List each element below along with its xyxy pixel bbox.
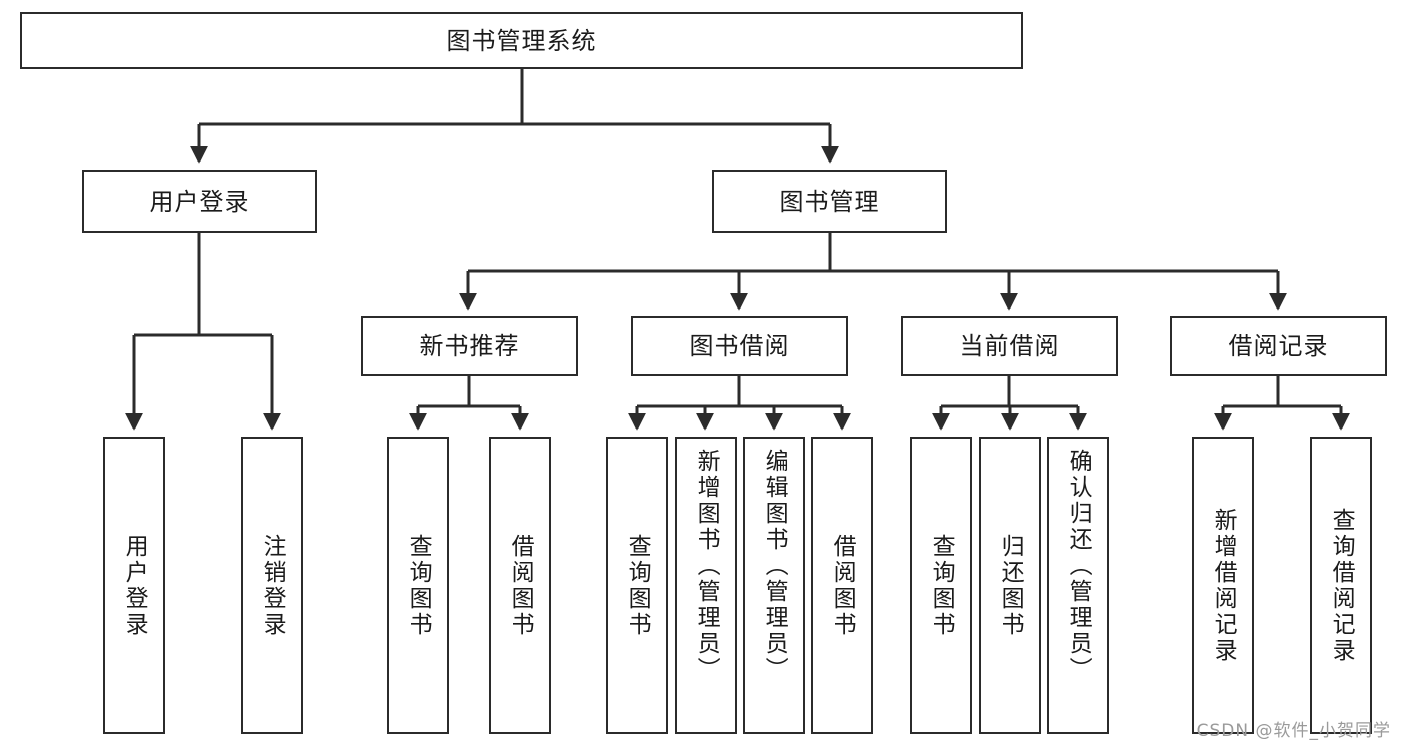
node-leaf-query-book-2[interactable]: 查询图书 xyxy=(606,437,668,734)
node-leaf-add-book-label: 新增图书（管理员） xyxy=(693,449,720,683)
node-leaf-user-logout[interactable]: 注销登录 xyxy=(241,437,303,734)
node-root[interactable]: 图书管理系统 xyxy=(20,12,1023,69)
node-leaf-add-book[interactable]: 新增图书（管理员） xyxy=(675,437,737,734)
node-leaf-add-record[interactable]: 新增借阅记录 xyxy=(1192,437,1254,734)
node-leaf-query-book-3[interactable]: 查询图书 xyxy=(910,437,972,734)
node-current-borrow-label: 当前借阅 xyxy=(959,332,1060,360)
node-borrow-record-label: 借阅记录 xyxy=(1228,332,1329,360)
node-leaf-query-book-1[interactable]: 查询图书 xyxy=(387,437,449,734)
node-leaf-edit-book-label: 编辑图书（管理员） xyxy=(761,449,788,683)
node-book-borrow[interactable]: 图书借阅 xyxy=(631,316,848,376)
node-leaf-query-record-label: 查询借阅记录 xyxy=(1328,507,1355,664)
node-root-label: 图书管理系统 xyxy=(446,26,597,55)
node-current-borrow[interactable]: 当前借阅 xyxy=(901,316,1118,376)
node-book-borrow-label: 图书借阅 xyxy=(689,332,790,360)
node-leaf-borrow-book-2[interactable]: 借阅图书 xyxy=(811,437,873,734)
node-leaf-borrow-book-1[interactable]: 借阅图书 xyxy=(489,437,551,734)
node-leaf-query-book-2-label: 查询图书 xyxy=(624,533,651,638)
node-leaf-user-logout-label: 注销登录 xyxy=(259,533,286,638)
node-user-login[interactable]: 用户登录 xyxy=(82,170,317,233)
node-leaf-confirm-return[interactable]: 确认归还（管理员） xyxy=(1047,437,1109,734)
node-book-manage[interactable]: 图书管理 xyxy=(712,170,947,233)
node-leaf-return-book[interactable]: 归还图书 xyxy=(979,437,1041,734)
node-leaf-user-login[interactable]: 用户登录 xyxy=(103,437,165,734)
node-user-login-label: 用户登录 xyxy=(149,187,250,216)
node-borrow-record[interactable]: 借阅记录 xyxy=(1170,316,1387,376)
node-leaf-return-book-label: 归还图书 xyxy=(997,533,1024,638)
node-leaf-add-record-label: 新增借阅记录 xyxy=(1210,507,1237,664)
node-new-book-recommend[interactable]: 新书推荐 xyxy=(361,316,578,376)
node-new-book-recommend-label: 新书推荐 xyxy=(419,332,520,360)
node-leaf-edit-book[interactable]: 编辑图书（管理员） xyxy=(743,437,805,734)
node-leaf-query-record[interactable]: 查询借阅记录 xyxy=(1310,437,1372,734)
node-leaf-query-book-1-label: 查询图书 xyxy=(405,533,432,638)
node-leaf-confirm-return-label: 确认归还（管理员） xyxy=(1065,449,1092,683)
node-leaf-borrow-book-1-label: 借阅图书 xyxy=(507,533,534,638)
node-book-manage-label: 图书管理 xyxy=(779,187,880,216)
node-leaf-borrow-book-2-label: 借阅图书 xyxy=(829,533,856,638)
node-leaf-user-login-label: 用户登录 xyxy=(121,533,148,638)
node-leaf-query-book-3-label: 查询图书 xyxy=(928,533,955,638)
